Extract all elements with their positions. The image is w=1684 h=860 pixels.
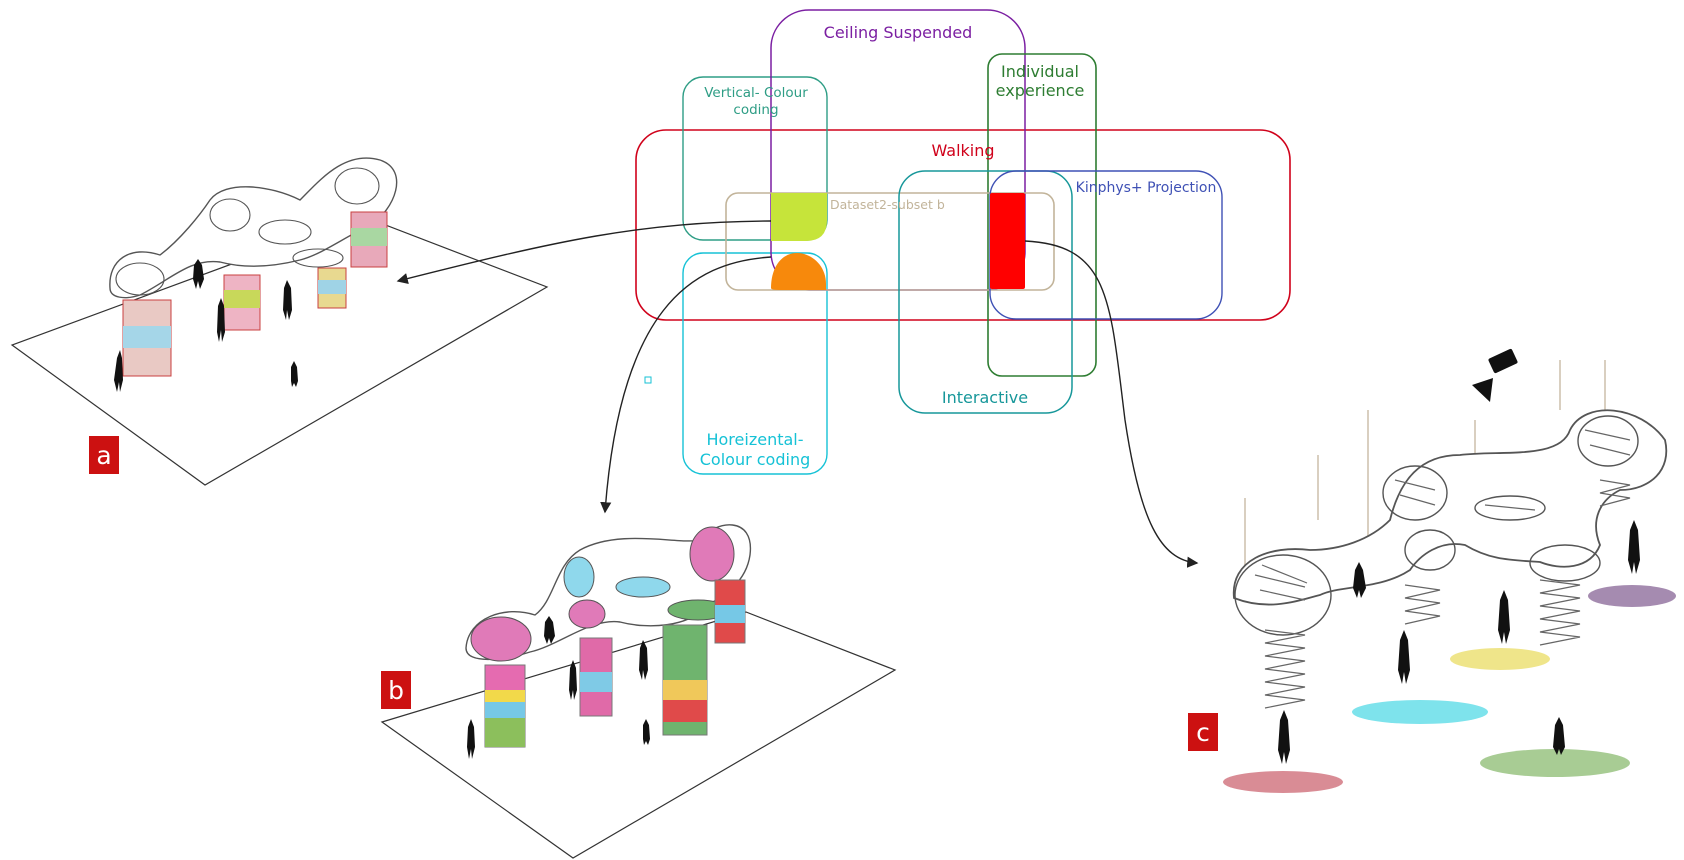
interactive-set bbox=[898, 170, 1073, 414]
highlight-green bbox=[771, 193, 827, 241]
horizontal-colour-label-2: Colour coding bbox=[700, 450, 810, 469]
arrow-to-sketch-a bbox=[396, 220, 772, 285]
sketch-a-canopy bbox=[109, 157, 398, 299]
sketch-c-spot-purple bbox=[1588, 585, 1676, 607]
sketch-b bbox=[380, 524, 897, 859]
dataset-subset-label: Dataset2-subset b bbox=[830, 197, 945, 212]
sketch-c-spot-yellow bbox=[1450, 648, 1550, 670]
sketch-a-person-3 bbox=[217, 298, 225, 342]
sketch-c-person-3 bbox=[1398, 630, 1410, 684]
sketch-b-person-2 bbox=[544, 616, 555, 644]
sketch-b-badge: b bbox=[381, 671, 411, 709]
sketch-a-person-4 bbox=[283, 280, 292, 320]
sketch-a-opening-3 bbox=[258, 219, 312, 245]
sketch-c-opening-3 bbox=[1474, 495, 1546, 521]
sketch-b-opening-1 bbox=[470, 616, 532, 662]
sketch-a-opening-4 bbox=[292, 248, 344, 268]
walking-set bbox=[635, 129, 1291, 321]
sketch-c-opening-2 bbox=[1382, 465, 1448, 521]
sketch-b-person-3 bbox=[569, 660, 577, 700]
sketch-c-badge: c bbox=[1188, 713, 1218, 751]
sketch-c-opening-4 bbox=[1404, 529, 1456, 571]
sketch-c-person-1 bbox=[1278, 710, 1290, 764]
sketch-a-person-2 bbox=[193, 259, 204, 289]
sketch-b-opening-3 bbox=[615, 576, 671, 598]
sketch-c-opening-5 bbox=[1529, 544, 1601, 582]
sketch-b-opening-6 bbox=[689, 526, 735, 582]
sketch-b-column-1-band-a bbox=[485, 690, 525, 702]
sketch-a-column-4-band bbox=[351, 228, 387, 246]
sketch-a-badge: a bbox=[89, 436, 119, 474]
sketch-a-column-1-band bbox=[123, 326, 171, 348]
arrow-to-sketch-b bbox=[600, 256, 772, 514]
sketch-c-scribble-columns bbox=[1254, 429, 1631, 709]
interactive-label: Interactive bbox=[942, 388, 1028, 407]
sketch-a-opening-2 bbox=[209, 198, 251, 232]
ceiling-suspended-label: Ceiling Suspended bbox=[824, 23, 973, 42]
sketch-c-person-6 bbox=[1553, 717, 1565, 755]
sketch-b-opening-2 bbox=[563, 556, 595, 598]
kinphys-projection-label: Kinphys+ Projection bbox=[1076, 180, 1217, 196]
sketch-c bbox=[1223, 348, 1676, 793]
highlight-orange bbox=[771, 253, 826, 290]
sketch-c-spot-green bbox=[1480, 749, 1630, 777]
set-diagram: Ceiling Suspended Individual experience … bbox=[635, 9, 1291, 475]
sketch-a-opening-5 bbox=[334, 167, 380, 205]
individual-experience-label-2: experience bbox=[996, 81, 1085, 100]
sketch-a-column-2-band bbox=[224, 290, 260, 308]
sketch-a bbox=[10, 157, 549, 486]
sketch-b-column-3-band-a bbox=[663, 680, 707, 700]
sketch-c-projector-icon bbox=[1472, 348, 1518, 402]
vertical-colour-label-2: coding bbox=[733, 102, 778, 118]
individual-experience-set bbox=[987, 53, 1097, 377]
arrow-to-sketch-c bbox=[1024, 240, 1199, 568]
sketch-c-opening-6 bbox=[1577, 415, 1639, 467]
horizontal-colour-label-1: Horeizental- bbox=[706, 430, 803, 449]
sketch-b-column-3-band-b bbox=[663, 700, 707, 722]
sketch-b-person-1 bbox=[467, 719, 475, 759]
sketch-b-person-5 bbox=[643, 719, 650, 745]
sketch-c-person-5 bbox=[1628, 520, 1640, 574]
sketch-b-column-1-band-b bbox=[485, 702, 525, 718]
sketch-c-person-2 bbox=[1353, 562, 1366, 598]
sketch-c-person-4 bbox=[1498, 590, 1510, 644]
sketch-a-person-1 bbox=[114, 350, 123, 392]
horizontal-colour-set bbox=[682, 252, 828, 475]
sketch-b-floor bbox=[380, 611, 897, 859]
sketch-b-person-4 bbox=[639, 640, 648, 680]
vertical-colour-set bbox=[682, 76, 828, 241]
sketch-a-opening-1 bbox=[115, 262, 165, 296]
sketch-c-canopy bbox=[1232, 409, 1668, 606]
walking-label: Walking bbox=[931, 141, 994, 160]
sketch-a-column-3-band bbox=[318, 280, 346, 294]
sketch-c-spot-cyan bbox=[1352, 700, 1488, 724]
sketch-c-opening-1 bbox=[1234, 554, 1332, 636]
vertical-colour-label-1: Vertical- Colour bbox=[704, 85, 808, 101]
dataset-subset-set bbox=[725, 192, 1055, 291]
small-marker-square bbox=[644, 376, 652, 384]
sketch-b-column-4-band bbox=[715, 605, 745, 623]
sketch-b-opening-4 bbox=[568, 599, 606, 629]
individual-experience-label-1: Individual bbox=[1001, 62, 1079, 81]
sketch-b-column-2-band bbox=[580, 672, 612, 692]
sketch-b-canopy bbox=[465, 524, 752, 661]
sketch-c-spot-red bbox=[1223, 771, 1343, 793]
sketch-b-column-1-band-c bbox=[485, 718, 525, 747]
highlight-red bbox=[990, 193, 1025, 289]
sketch-a-person-5 bbox=[291, 361, 298, 387]
